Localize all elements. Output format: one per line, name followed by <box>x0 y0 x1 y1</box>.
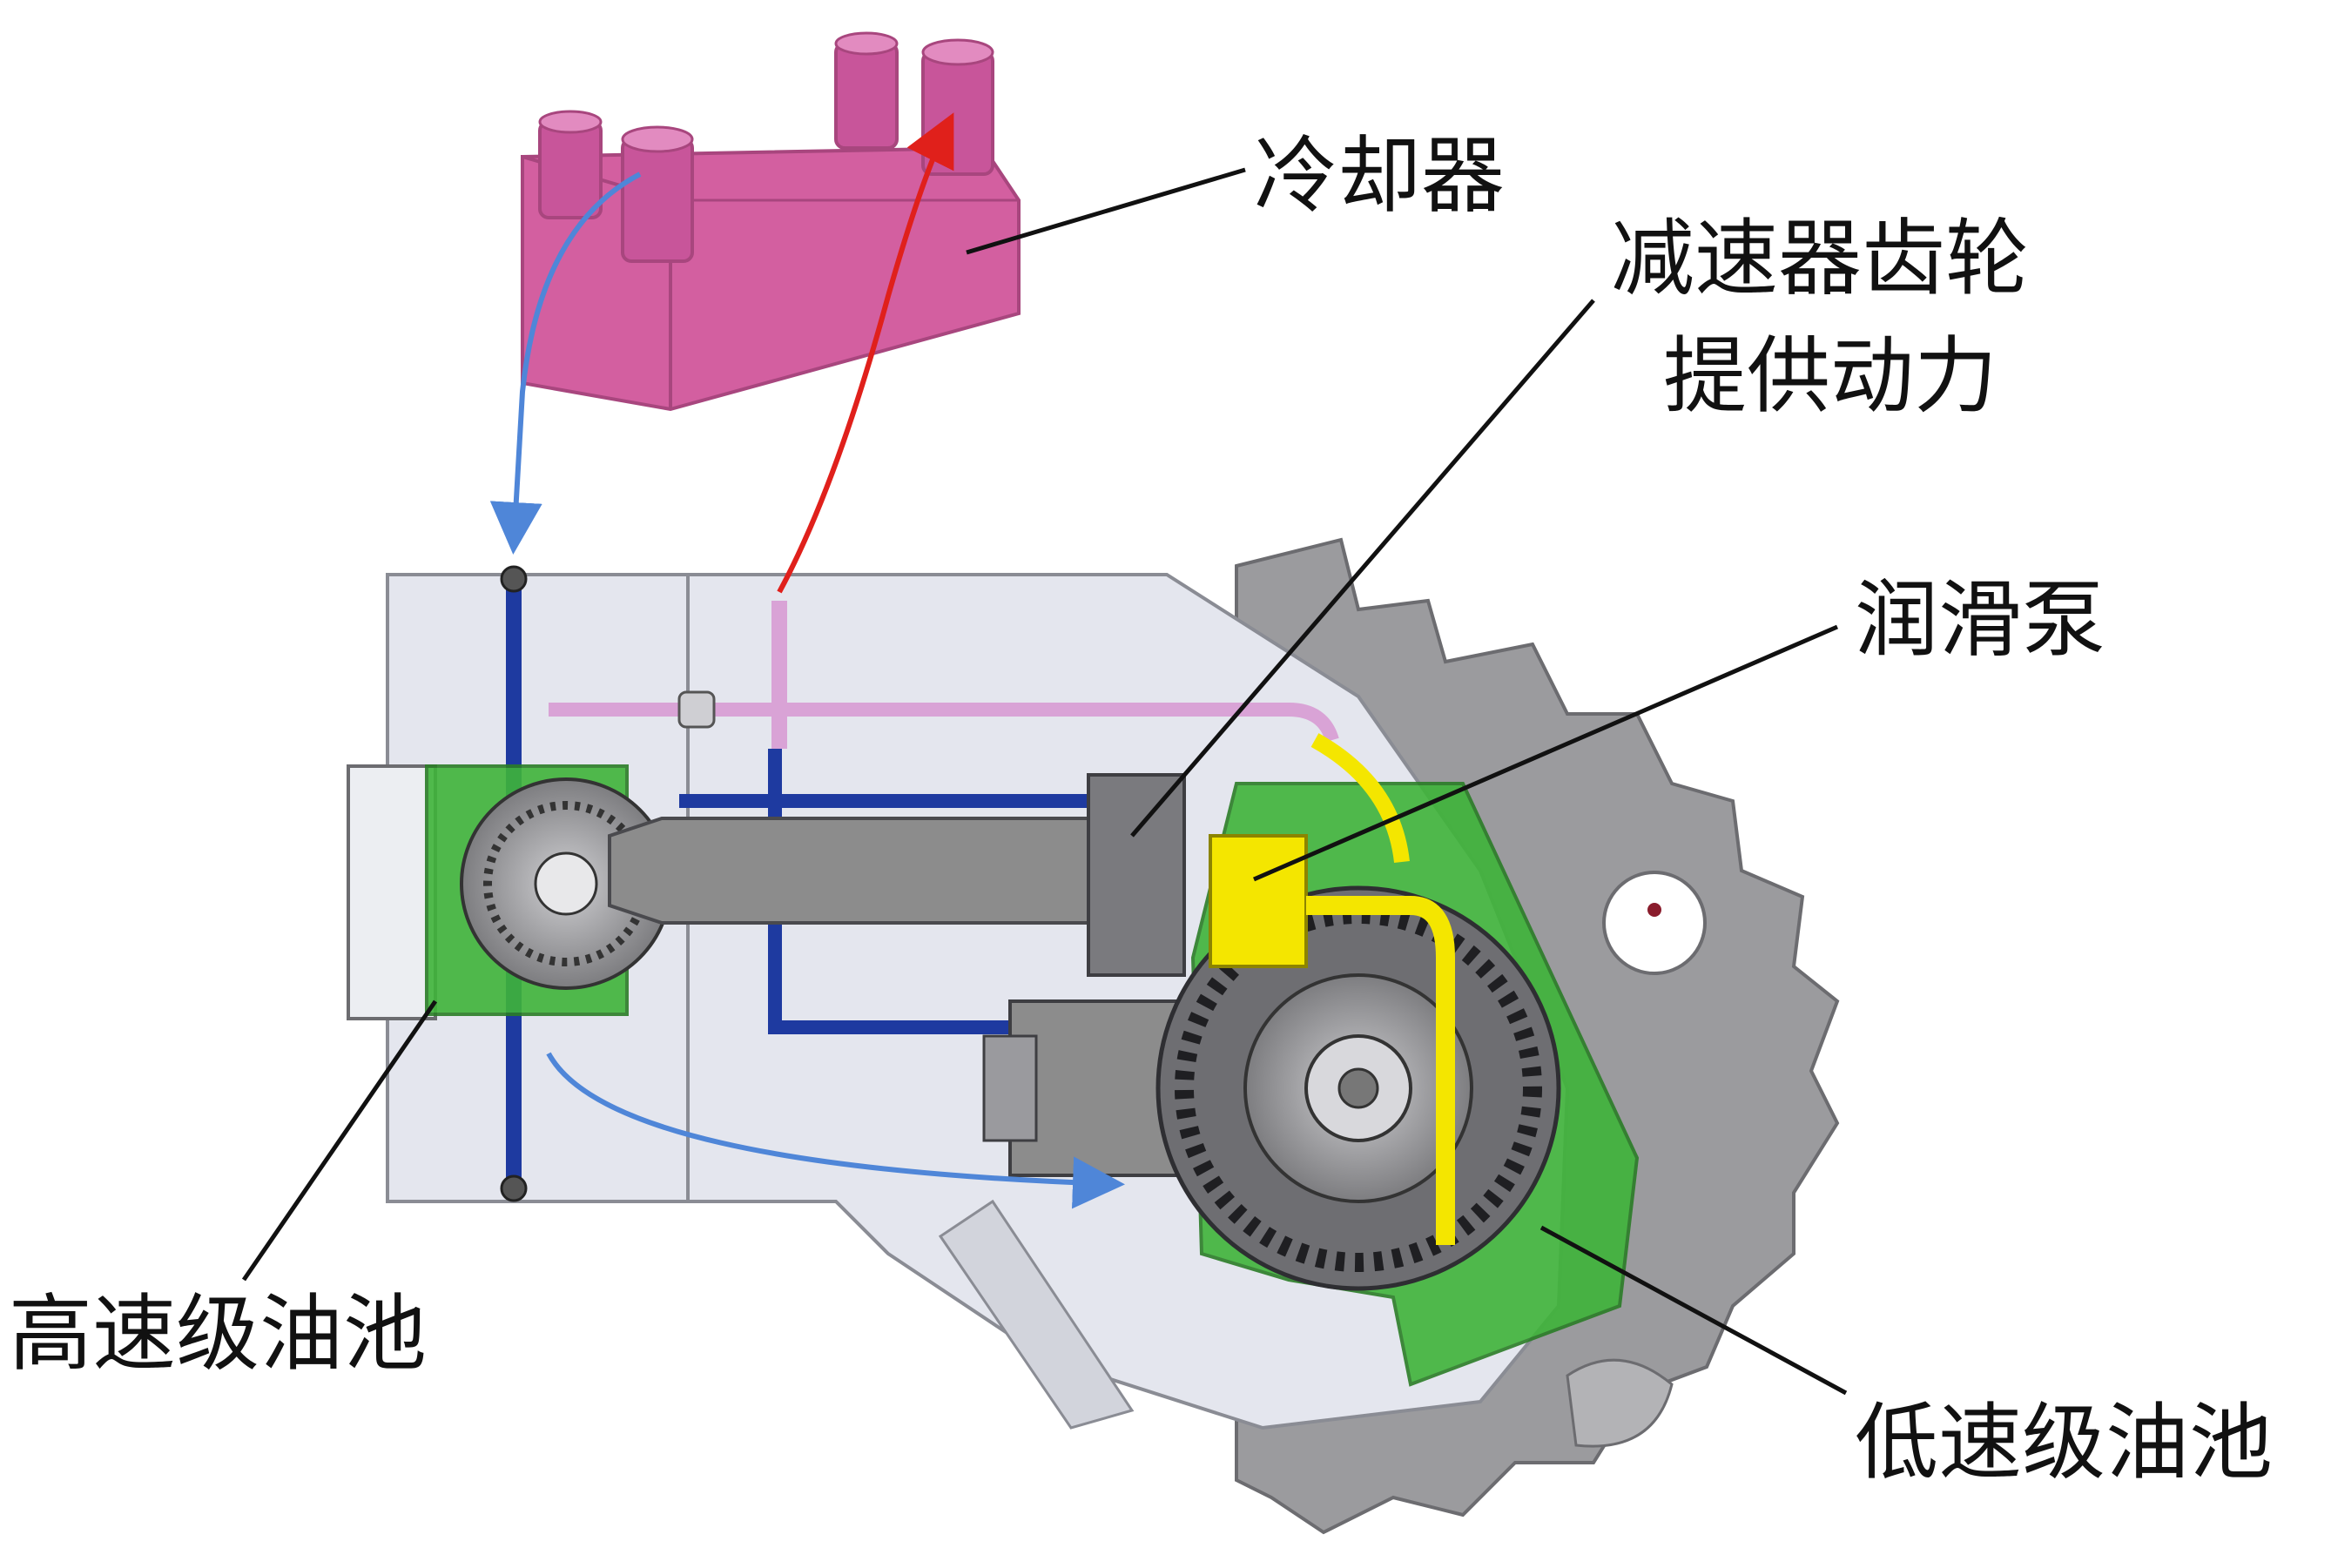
label-cooler: 冷却器 <box>1254 127 1505 225</box>
leader-lines <box>241 167 1848 1396</box>
leader-low-speed-sump <box>1539 1225 1848 1396</box>
label-low-speed-sump: 低速级油池 <box>1855 1394 2273 1491</box>
leader-cooler <box>966 167 1246 255</box>
label-reducer-gear-line2: 提供动力 <box>1663 327 1998 425</box>
leader-lube-pump <box>1253 624 1838 882</box>
flow-arrow-housing-to-cooler <box>777 112 954 594</box>
leader-high-speed-sump <box>241 999 438 1282</box>
flow-arrows <box>489 112 1125 1209</box>
flow-arrow-high-to-low-sump <box>546 1052 1125 1209</box>
cooler <box>521 31 1021 412</box>
leader-reducer-gear <box>1130 299 1595 838</box>
label-lube-pump: 润滑泵 <box>1855 571 2105 669</box>
labels: 冷却器 减速器齿轮 提供动力 润滑泵 高速级油池 低速级油池 <box>9 127 2273 1491</box>
label-high-speed-sump: 高速级油池 <box>9 1285 427 1383</box>
flow-arrow-cooler-to-housing <box>489 172 642 555</box>
label-reducer-gear-line1: 减速器齿轮 <box>1611 210 2029 307</box>
